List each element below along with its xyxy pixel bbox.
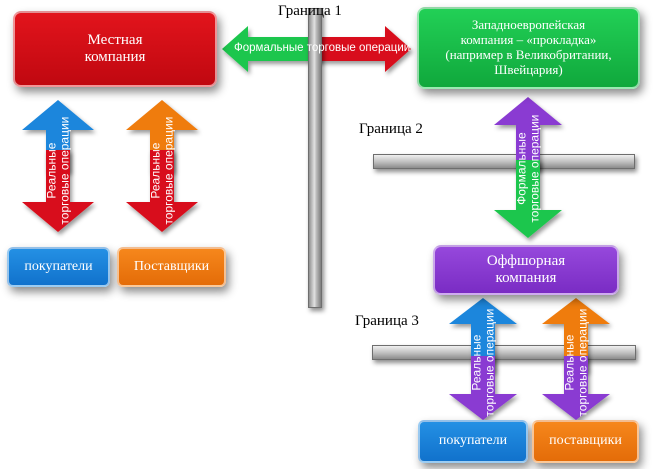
real-arrow-left-red xyxy=(22,150,94,232)
real-label-right-1: Реальные торговые операции xyxy=(469,303,496,423)
formal-label-vertical-line-2: торговые операции xyxy=(527,114,541,223)
real-label-mid-line-1: Реальные xyxy=(148,142,163,199)
real-arrow-mid-orange xyxy=(126,100,198,172)
border-3-label: Граница 3 xyxy=(355,313,419,329)
offshore-company-line-2: компания xyxy=(495,270,557,286)
formal-label-vertical-line-1: Формальные xyxy=(514,132,529,205)
formal-arrow-green xyxy=(222,26,320,72)
real-label-left-line-1: Реальные xyxy=(44,142,59,199)
west-company-line-1: Западноевропейская xyxy=(471,17,586,33)
real-label-right-1-line-1: Реальные xyxy=(469,334,484,391)
west-company-line-3: (например в Великобритании, xyxy=(445,47,612,62)
real-label-mid: Реальные торговые операции xyxy=(148,109,175,233)
formal-arrow-vertical-green xyxy=(494,160,562,238)
suppliers-right-box: поставщики xyxy=(532,420,639,463)
local-company-line-2: компания xyxy=(84,49,146,65)
offshore-company-line-1: Оффшорная xyxy=(486,252,566,269)
real-label-left-line-2: торговые операции xyxy=(57,116,71,225)
border-1-bar xyxy=(308,8,322,308)
west-company-box: Западноевропейская компания – «прокладка… xyxy=(417,7,640,89)
formal-arrow-vertical-purple xyxy=(494,97,562,170)
buyers-left-box: покупатели xyxy=(7,247,110,287)
real-label-left: Реальные торговые операции xyxy=(44,109,71,233)
real-arrow-mid-red xyxy=(126,150,198,232)
suppliers-right-label: поставщики xyxy=(549,433,622,449)
real-arrow-right-purple xyxy=(449,356,517,420)
local-company-box: Местная компания xyxy=(13,11,217,87)
real-arrow-right-purple-2 xyxy=(542,356,610,420)
real-label-right-2: Реальные торговые операции xyxy=(562,303,589,423)
west-company-line-2: компания – «прокладка» xyxy=(460,32,597,48)
border-2-bar xyxy=(373,154,635,169)
real-label-right-1-line-2: торговые операции xyxy=(482,308,496,417)
buyers-right-label: покупатели xyxy=(438,433,508,449)
suppliers-left-box: Поставщики xyxy=(117,247,226,287)
buyers-right-box: покупатели xyxy=(418,420,528,463)
real-arrow-left-blue xyxy=(22,100,94,172)
formal-arrow-red xyxy=(312,26,411,72)
suppliers-left-label: Поставщики xyxy=(133,258,210,274)
border-2-label: Граница 2 xyxy=(359,121,423,137)
west-company-line-4: Швейцария) xyxy=(494,61,563,77)
buyers-left-label: покупатели xyxy=(24,258,93,274)
border-1-label: Граница 1 xyxy=(278,3,342,19)
real-label-right-2-line-2: торговые операции xyxy=(575,308,589,417)
real-arrow-right-orange xyxy=(542,298,610,372)
formal-arrow-label: Формальные торговые операции xyxy=(234,42,411,54)
real-arrow-right-blue xyxy=(449,298,517,372)
offshore-company-box: Оффшорная компания xyxy=(433,245,619,295)
local-company-line-1: Местная xyxy=(87,31,143,48)
formal-label-vertical: Формальные торговые операции xyxy=(514,109,541,229)
real-label-right-2-line-1: Реальные xyxy=(562,334,577,391)
real-label-mid-line-2: торговые операции xyxy=(161,116,175,225)
